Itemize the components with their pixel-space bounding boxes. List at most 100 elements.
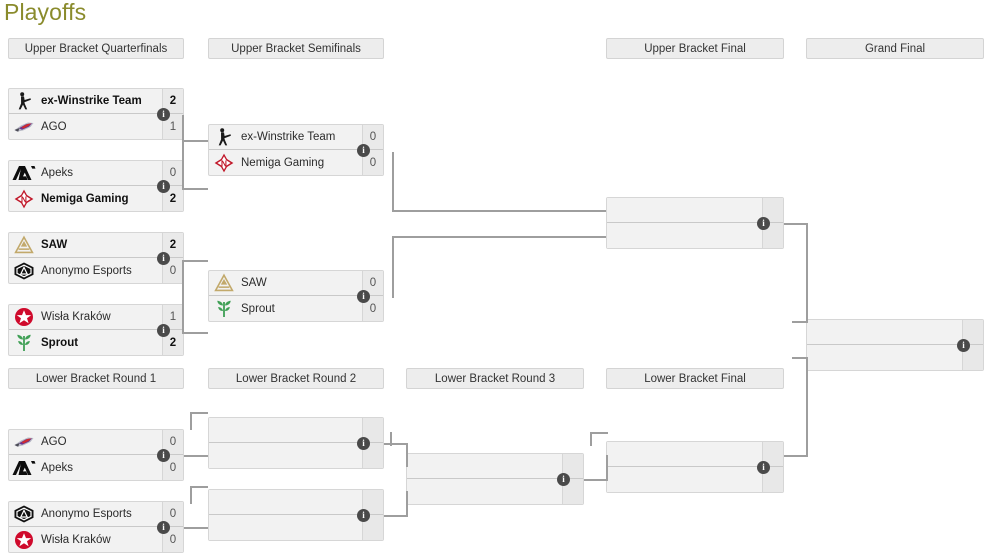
match-row[interactable] [407,479,583,504]
team-logo-placeholder [209,418,239,442]
team-score [762,198,783,222]
team-score: 2 [162,186,183,211]
team-name: Apeks [41,167,73,179]
match-row[interactable] [209,443,383,468]
round-header-upper-bracket-final[interactable]: Upper Bracket Final [606,38,784,59]
match-info-icon[interactable]: i [757,461,770,474]
round-header-lower-bracket-final[interactable]: Lower Bracket Final [606,368,784,389]
match-lower-round3-1[interactable]: i [406,453,584,505]
match-info-icon[interactable]: i [157,449,170,462]
team-logo-placeholder [209,443,239,468]
connector-lbf-gf-v [806,357,808,457]
connector-sf2-ubf-v [392,236,394,298]
round-header-grand-final[interactable]: Grand Final [806,38,984,59]
match-lower-round2-2[interactable]: i [208,489,384,541]
team-logo-placeholder [607,467,637,492]
match-info-icon[interactable]: i [157,252,170,265]
wisla-logo [9,305,39,329]
connector-drop-lbr2b-h [190,486,208,488]
team-name: AGO [41,436,67,448]
saw-logo [209,271,239,295]
team-score: 0 [162,258,183,283]
match-lower-round2-1[interactable]: i [208,417,384,469]
connector-drop-lbf-h [590,432,608,434]
team-name: ex-Winstrike Team [41,95,142,107]
round-header-lower-bracket-round-3[interactable]: Lower Bracket Round 3 [406,368,584,389]
match-row[interactable] [209,490,383,515]
match-row[interactable] [607,198,783,223]
match-info-icon[interactable]: i [157,180,170,193]
match-row[interactable] [607,442,783,467]
match-info-icon[interactable]: i [757,217,770,230]
team-score [362,443,383,468]
apeks-logo [9,161,39,185]
match-row[interactable]: Anonymo Esports 0 [9,258,183,283]
team-score: 0 [162,527,183,552]
team-name: Anonymo Esports [41,264,132,277]
match-info-icon[interactable]: i [357,144,370,157]
match-row[interactable] [607,467,783,492]
match-upper-bracket-final[interactable]: i [606,197,784,249]
match-info-icon[interactable]: i [157,324,170,337]
connector-drop-lbr2b-v [190,486,192,504]
connector-sf1-ubf-h [392,210,606,212]
match-info-icon[interactable]: i [157,108,170,121]
match-lower-bracket-final[interactable]: i [606,441,784,493]
team-logo-placeholder [407,479,437,504]
connector-lbr2b-lbr3a-h [384,515,408,517]
match-row[interactable] [209,418,383,443]
team-score [362,515,383,540]
team-score: 0 [362,296,383,321]
saw-logo [9,233,39,257]
connector-lbr2b-lbr3a-v [406,491,408,517]
team-score [762,467,783,492]
match-row[interactable] [407,454,583,479]
match-grand-final[interactable]: i [806,319,984,371]
connector-ubf-gf-v [806,223,808,323]
match-info-icon[interactable]: i [157,521,170,534]
round-header-lower-bracket-round-1[interactable]: Lower Bracket Round 1 [8,368,184,389]
round-header-lower-bracket-round-2[interactable]: Lower Bracket Round 2 [208,368,384,389]
match-info-icon[interactable]: i [557,473,570,486]
team-score: 1 [162,305,183,329]
match-row[interactable] [209,515,383,540]
match-row[interactable] [807,345,983,370]
match-info-icon[interactable]: i [357,290,370,303]
connector-lbr1a-lbr2a-h [184,455,208,457]
round-header-upper-bracket-semifinals[interactable]: Upper Bracket Semifinals [208,38,384,59]
match-row[interactable] [807,320,983,345]
svg-text:N: N [221,158,227,168]
team-score: 0 [162,502,183,526]
match-info-icon[interactable]: i [357,509,370,522]
match-info-icon[interactable]: i [357,437,370,450]
team-score: 0 [162,430,183,454]
match-info-icon[interactable]: i [957,339,970,352]
anonymo-logo [9,258,39,283]
match-row[interactable] [607,223,783,248]
round-header-upper-bracket-quarterfinals[interactable]: Upper Bracket Quarterfinals [8,38,184,59]
winstrike-logo [9,89,39,113]
match-row[interactable]: AGO 0 [9,430,183,455]
